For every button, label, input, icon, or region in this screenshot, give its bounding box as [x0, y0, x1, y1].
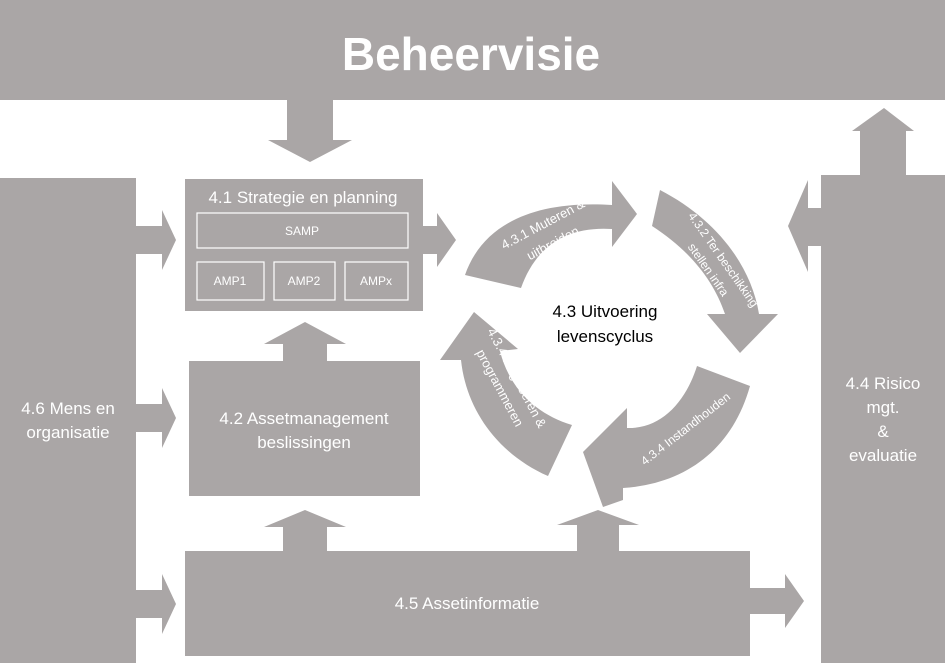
risico-line1: 4.4 Risico	[846, 374, 921, 393]
samp-label: SAMP	[285, 224, 319, 238]
risico-left-arrow	[788, 180, 821, 272]
risico-column	[821, 175, 945, 663]
beslissingen-up-arrow	[264, 322, 346, 361]
risico-line2: mgt.	[866, 398, 899, 417]
amp1-label: AMP1	[214, 274, 247, 288]
assetinformatie-right-arrow	[750, 574, 804, 628]
samp-box	[196, 212, 409, 249]
ampx-box	[344, 261, 409, 301]
mens-arrow-1	[136, 210, 176, 270]
cycle-arrow-instandhouden	[583, 366, 750, 507]
amp2-label: AMP2	[288, 274, 321, 288]
assetinformatie-title: 4.5 Assetinformatie	[395, 594, 540, 613]
beslissingen-line2: beslissingen	[257, 433, 351, 452]
assetinformatie-box	[185, 551, 750, 656]
info-to-beslissingen-arrow	[264, 510, 346, 551]
strategie-box	[185, 179, 423, 311]
amp1-box	[196, 261, 265, 301]
risico-line3: &	[877, 422, 889, 441]
strategie-right-arrow	[423, 213, 456, 267]
cycle-arrow-muteren	[465, 181, 637, 288]
beheervisie-down-arrow	[268, 100, 352, 162]
risico-line4: evaluatie	[849, 446, 917, 465]
levenscyclus-line1: 4.3 Uitvoering	[553, 302, 658, 321]
page-title: Beheervisie	[342, 28, 600, 80]
risico-upper-link	[860, 130, 906, 180]
strategie-title: 4.1 Strategie en planning	[208, 188, 397, 207]
cycle-arrow-ter-beschikking	[652, 190, 778, 353]
beslissingen-box	[189, 361, 420, 496]
beheervisie-bar	[0, 0, 945, 100]
amp2-box	[273, 261, 336, 301]
beslissingen-line1: 4.2 Assetmanagement	[219, 409, 388, 428]
levenscyclus-line2: levenscyclus	[557, 327, 653, 346]
ampx-label: AMPx	[360, 274, 392, 288]
risico-up-arrow	[852, 108, 914, 131]
mens-organisatie-column	[0, 178, 136, 663]
cycle-arrow-regisseren	[440, 312, 572, 476]
mens-arrow-2	[136, 388, 176, 448]
mens-line1: 4.6 Mens en	[21, 399, 115, 418]
info-to-levenscyclus-arrow	[557, 510, 639, 551]
mens-line2: organisatie	[26, 423, 109, 442]
mens-arrow-3	[136, 574, 176, 634]
